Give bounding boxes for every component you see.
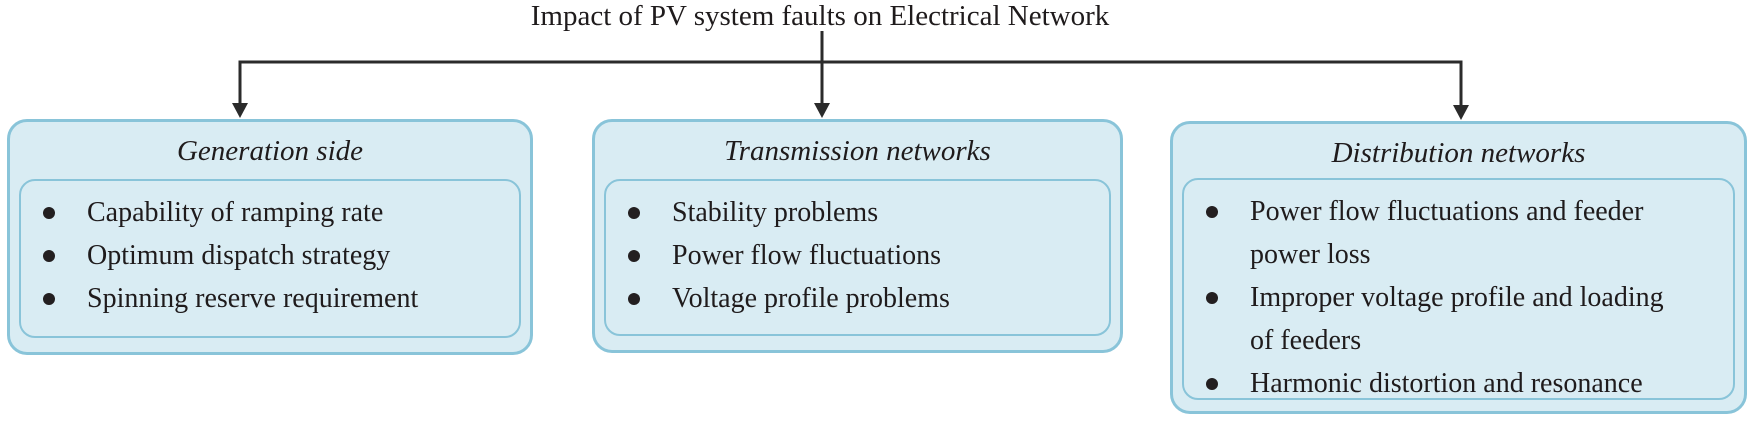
bullet-icon xyxy=(43,250,55,262)
list-item-label: Capability of ramping rate xyxy=(87,197,384,228)
list-item: Power flow fluctuations xyxy=(606,234,1069,277)
list-item: Voltage profile problems xyxy=(606,277,1069,320)
generation-side-list: Capability of ramping rate Optimum dispa… xyxy=(21,181,519,320)
list-item: Optimum dispatch strategy xyxy=(21,234,479,277)
list-item: Improper voltage profile and loading of … xyxy=(1184,276,1693,362)
generation-side-heading: Generation side xyxy=(176,135,364,167)
list-item: Spinning reserve requirement xyxy=(21,277,479,320)
generation-side-items-panel: Capability of ramping rate Optimum dispa… xyxy=(19,179,521,338)
transmission-networks-list: Stability problems Power flow fluctuatio… xyxy=(606,181,1109,320)
arrow-down-icon xyxy=(1453,105,1469,120)
list-item-label: Voltage profile problems xyxy=(672,283,950,314)
arrow-down-icon xyxy=(232,103,248,118)
distribution-networks-heading: Distribution networks xyxy=(1331,137,1586,169)
list-item-label: Optimum dispatch strategy xyxy=(87,240,391,271)
transmission-networks-items-panel: Stability problems Power flow fluctuatio… xyxy=(604,179,1111,336)
bullet-icon xyxy=(43,207,55,219)
diagram-title: Impact of PV system faults on Electrical… xyxy=(530,0,1110,32)
list-item-label: Stability problems xyxy=(672,197,879,228)
bullet-icon xyxy=(628,293,640,305)
list-item-label: Spinning reserve requirement xyxy=(87,283,419,314)
bullet-icon xyxy=(1206,206,1218,218)
list-item-label: Harmonic distortion and resonance xyxy=(1250,368,1643,399)
distribution-networks-list: Power flow fluctuations and feeder power… xyxy=(1184,180,1733,405)
distribution-networks-items-panel: Power flow fluctuations and feeder power… xyxy=(1182,178,1735,400)
distribution-networks-box: Distribution networks Power flow fluctua… xyxy=(1170,121,1747,414)
bullet-icon xyxy=(43,293,55,305)
list-item: Capability of ramping rate xyxy=(21,191,479,234)
arrow-down-icon xyxy=(814,103,830,118)
bullet-icon xyxy=(1206,378,1218,390)
list-item: Harmonic distortion and resonance xyxy=(1184,362,1693,405)
bullet-icon xyxy=(1206,292,1218,304)
transmission-networks-heading: Transmission networks xyxy=(724,135,991,167)
list-item-label: Power flow fluctuations xyxy=(672,240,942,271)
list-item-label: Improper voltage profile and loading of … xyxy=(1250,282,1664,356)
list-item: Power flow fluctuations and feeder power… xyxy=(1184,190,1693,276)
bullet-icon xyxy=(628,207,640,219)
list-item: Stability problems xyxy=(606,191,1069,234)
generation-side-box: Generation side Capability of ramping ra… xyxy=(7,119,533,355)
bullet-icon xyxy=(628,250,640,262)
list-item-label: Power flow fluctuations and feeder power… xyxy=(1250,196,1644,270)
transmission-networks-box: Transmission networks Stability problems… xyxy=(592,119,1123,353)
